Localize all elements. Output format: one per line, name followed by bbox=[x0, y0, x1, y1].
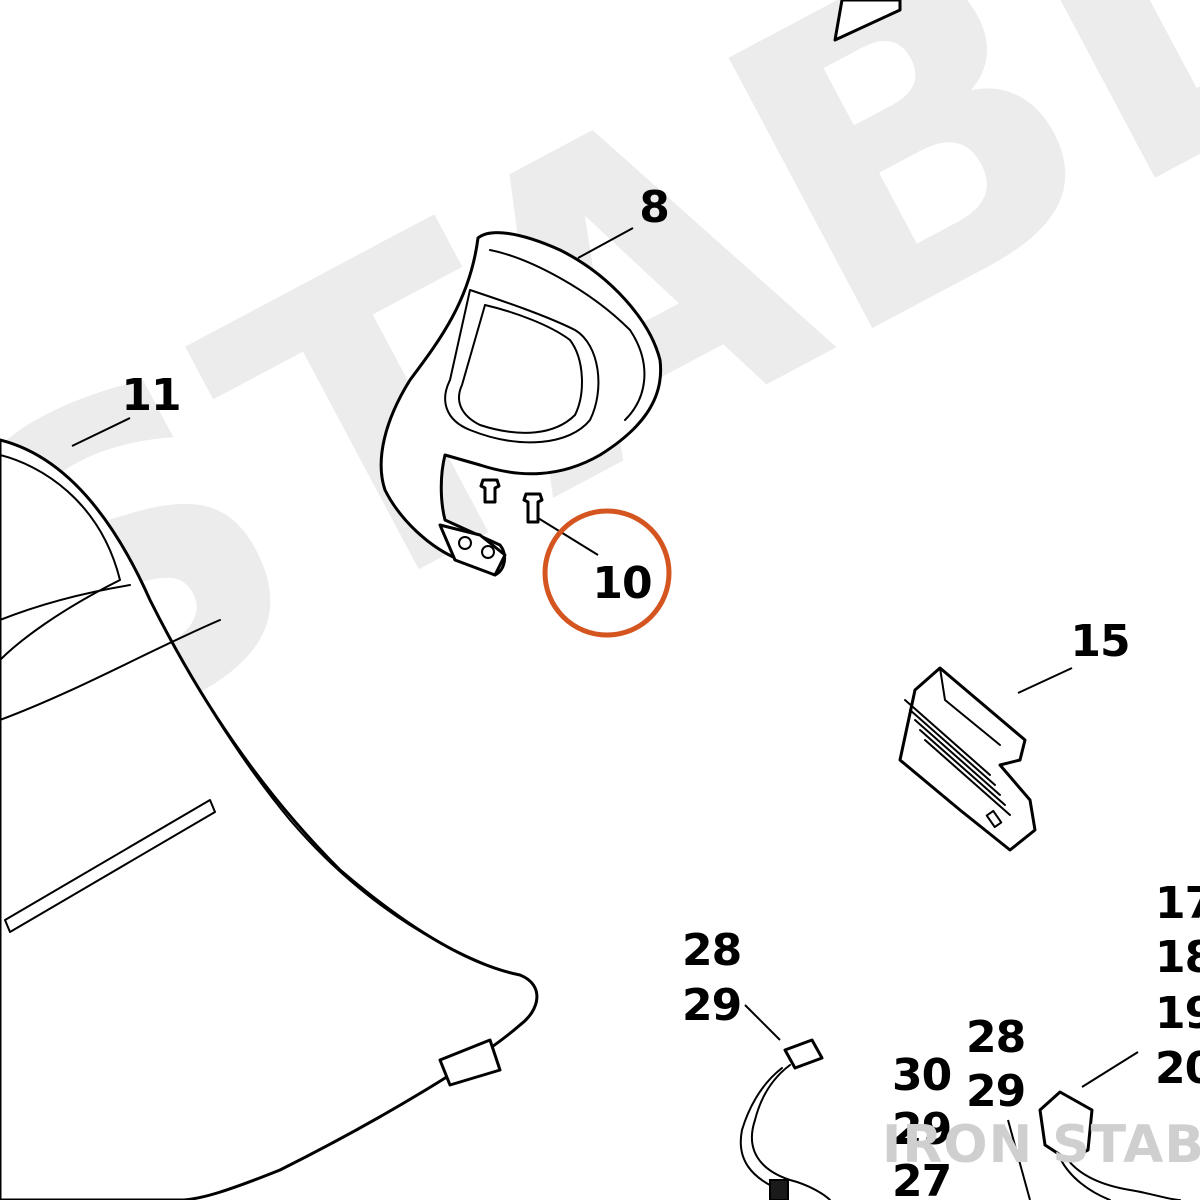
highlight-circle bbox=[542, 508, 672, 638]
callout-11: 11 bbox=[121, 370, 180, 421]
handle-part-8 bbox=[379, 231, 663, 577]
callout-29-c: 29 bbox=[892, 1104, 951, 1155]
callout-30-c: 30 bbox=[892, 1050, 951, 1101]
leader-lines bbox=[71, 227, 1139, 1200]
seat-part-11 bbox=[0, 438, 539, 1200]
module-part-15 bbox=[898, 666, 1037, 852]
callout-8: 8 bbox=[639, 182, 669, 233]
callout-28-a: 28 bbox=[682, 925, 741, 976]
top-part-fragment bbox=[833, 0, 902, 42]
callout-20: 20 bbox=[1155, 1043, 1200, 1094]
watermark-small-text: IRON STABLE bbox=[882, 1115, 1200, 1175]
callout-28-b: 28 bbox=[966, 1012, 1025, 1063]
harness-connector-left bbox=[739, 1038, 831, 1200]
callout-29-b: 29 bbox=[966, 1066, 1025, 1117]
callout-18: 18 bbox=[1155, 932, 1200, 983]
callouts: 8 11 10 15 17 18 19 20 28 29 28 29 30 29… bbox=[121, 182, 1200, 1200]
callout-19: 19 bbox=[1155, 988, 1200, 1039]
callout-17: 17 bbox=[1155, 878, 1200, 929]
callout-15: 15 bbox=[1070, 616, 1129, 667]
callout-27-c: 27 bbox=[892, 1156, 951, 1200]
callout-29-a: 29 bbox=[682, 980, 741, 1031]
callout-10: 10 bbox=[592, 558, 651, 609]
harness-connector-right bbox=[1038, 1090, 1181, 1200]
screws-part-10 bbox=[479, 478, 544, 524]
